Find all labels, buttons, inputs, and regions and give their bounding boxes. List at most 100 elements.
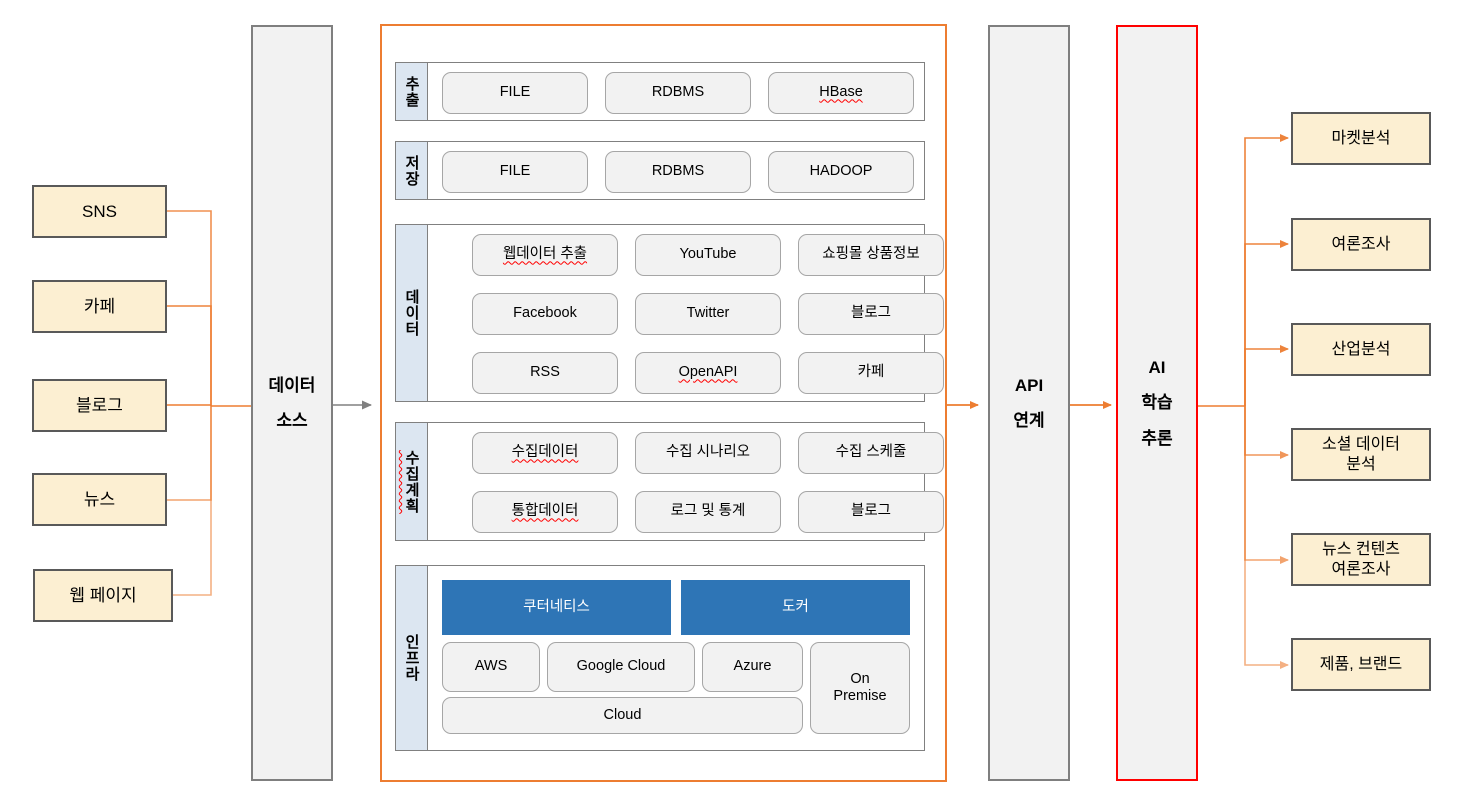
chip-file[interactable]: FILE — [442, 72, 588, 114]
chip-file[interactable]: FILE — [442, 151, 588, 193]
lane-label-storage: 저장 — [396, 142, 428, 199]
pillar-api-integration[interactable]: API 연계 — [988, 25, 1070, 781]
output-box-market-analysis[interactable]: 마켓분석 — [1291, 112, 1431, 165]
source-box-webpage[interactable]: 웹 페이지 — [33, 569, 173, 622]
lane-infrastructure: 인프라 쿠터네티스 도커 AWS Google Cloud Azure On P… — [395, 565, 925, 751]
chip-label: Azure — [733, 658, 772, 675]
source-label: 카페 — [83, 296, 116, 316]
chip-web-data-extract[interactable]: 웹데이터 추출 — [472, 234, 618, 276]
lane-body-storage: FILE RDBMS HADOOP — [428, 142, 924, 199]
lane-body-extract: FILE RDBMS HBase — [428, 63, 924, 120]
chip-collection-scenario[interactable]: 수집 시나리오 — [635, 432, 781, 474]
chip-label: Cloud — [603, 706, 642, 723]
chip-label: 웹데이터 추출 — [502, 246, 588, 263]
chip-label: FILE — [499, 163, 531, 180]
chip-rss[interactable]: RSS — [472, 352, 618, 394]
lane-label-collection-plan: 수집계획 — [396, 423, 428, 540]
chip-shopping-mall[interactable]: 쇼핑몰 상품정보 — [798, 234, 944, 276]
chip-label: 카페 — [857, 364, 885, 381]
source-box-sns[interactable]: SNS — [32, 185, 167, 238]
source-label: 웹 페이지 — [69, 585, 137, 605]
chip-label: AWS — [474, 658, 508, 675]
chip-label: Facebook — [513, 305, 577, 322]
lane-collection-plan: 수집계획 수집데이터 수집 시나리오 수집 스케줄 통합데이터 로그 및 통계 … — [395, 422, 944, 541]
chip-twitter[interactable]: Twitter — [635, 293, 781, 335]
output-label: 마켓분석 — [1331, 129, 1391, 147]
chip-docker[interactable]: 도커 — [681, 580, 910, 635]
source-box-cafe[interactable]: 카페 — [32, 280, 167, 333]
chip-facebook[interactable]: Facebook — [472, 293, 618, 335]
chip-kubernetes[interactable]: 쿠터네티스 — [442, 580, 671, 635]
chip-rdbms[interactable]: RDBMS — [605, 72, 751, 114]
chip-label: Google Cloud — [576, 658, 666, 675]
pillar-data-source[interactable]: 데이터 소스 — [251, 25, 333, 781]
chip-label: 수집 시나리오 — [665, 444, 751, 461]
chip-label: 도커 — [782, 598, 809, 615]
output-box-public-opinion-survey[interactable]: 여론조사 — [1291, 218, 1431, 271]
source-box-news[interactable]: 뉴스 — [32, 473, 167, 526]
chip-google-cloud[interactable]: Google Cloud — [547, 642, 695, 692]
pillar-line-1: API — [1014, 375, 1044, 395]
lane-extract: 추출 FILE RDBMS HBase — [395, 62, 925, 121]
chip-azure[interactable]: Azure — [702, 642, 803, 692]
chip-label: 블로그 — [850, 305, 892, 322]
chip-label: 쇼핑몰 상품정보 — [822, 246, 920, 263]
output-label: 여론조사 — [1331, 235, 1391, 253]
chip-label: 로그 및 통계 — [670, 503, 746, 520]
chip-label: RDBMS — [651, 163, 705, 180]
output-label: 소셜 데이터 분석 — [1321, 435, 1401, 473]
chip-blog[interactable]: 블로그 — [798, 491, 944, 533]
source-label: 뉴스 — [83, 489, 116, 509]
chip-cafe[interactable]: 카페 — [798, 352, 944, 394]
lane-body-collection-plan: 수집데이터 수집 시나리오 수집 스케줄 통합데이터 로그 및 통계 블로그 — [428, 423, 944, 540]
chip-blog[interactable]: 블로그 — [798, 293, 944, 335]
chip-cloud[interactable]: Cloud — [442, 697, 803, 734]
chip-label: 쿠터네티스 — [523, 598, 590, 615]
output-label: 제품, 브랜드 — [1319, 655, 1403, 673]
chip-label: On Premise — [833, 670, 887, 704]
chip-label: 수집데이터 — [511, 444, 579, 461]
output-box-news-content-survey[interactable]: 뉴스 컨텐츠 여론조사 — [1291, 533, 1431, 586]
chip-hadoop[interactable]: HADOOP — [768, 151, 914, 193]
chip-integrated-data[interactable]: 통합데이터 — [472, 491, 618, 533]
lane-label-extract: 추출 — [396, 63, 428, 120]
source-label: 블로그 — [76, 395, 123, 415]
chip-label: HBase — [819, 84, 863, 101]
pillar-line-2: 소스 — [276, 411, 308, 430]
chip-collected-data[interactable]: 수집데이터 — [472, 432, 618, 474]
output-box-social-data-analysis[interactable]: 소셜 데이터 분석 — [1291, 428, 1431, 481]
output-label: 뉴스 컨텐츠 여론조사 — [1321, 540, 1401, 578]
chip-on-premise[interactable]: On Premise — [810, 642, 910, 734]
pillar-ai-learning-inference[interactable]: AI 학습 추론 — [1116, 25, 1198, 781]
chip-aws[interactable]: AWS — [442, 642, 540, 692]
chip-youtube[interactable]: YouTube — [635, 234, 781, 276]
pillar-line-3: 추론 — [1141, 428, 1173, 448]
chip-log-and-stats[interactable]: 로그 및 통계 — [635, 491, 781, 533]
chip-label: 통합데이터 — [511, 503, 579, 520]
pillar-line-2: 학습 — [1141, 393, 1173, 413]
chip-rdbms[interactable]: RDBMS — [605, 151, 751, 193]
chip-label: YouTube — [679, 246, 737, 263]
chip-collection-schedule[interactable]: 수집 스케줄 — [798, 432, 944, 474]
chip-label: 블로그 — [850, 503, 892, 520]
pillar-line-2: 연계 — [1013, 411, 1045, 430]
lane-label-data: 데이터 — [396, 225, 428, 401]
output-box-product-brand[interactable]: 제품, 브랜드 — [1291, 638, 1431, 691]
chip-label: FILE — [499, 84, 531, 101]
chip-label: 수집 스케줄 — [835, 444, 907, 461]
chip-label: Twitter — [686, 305, 730, 322]
source-box-blog[interactable]: 블로그 — [32, 379, 167, 432]
output-box-industry-analysis[interactable]: 산업분석 — [1291, 323, 1431, 376]
pillar-line-1: 데이터 — [268, 375, 316, 395]
pillar-line-1: AI — [1148, 358, 1166, 378]
lane-body-data: 웹데이터 추출 YouTube 쇼핑몰 상품정보 Facebook Twitte… — [428, 225, 944, 401]
chip-label: HADOOP — [809, 163, 873, 180]
output-label: 산업분석 — [1331, 340, 1391, 358]
chip-label: OpenAPI — [678, 364, 738, 381]
lane-storage: 저장 FILE RDBMS HADOOP — [395, 141, 925, 200]
chip-hbase[interactable]: HBase — [768, 72, 914, 114]
chip-openapi[interactable]: OpenAPI — [635, 352, 781, 394]
lane-body-infrastructure: 쿠터네티스 도커 AWS Google Cloud Azure On Premi… — [428, 566, 924, 750]
lane-label-infrastructure: 인프라 — [396, 566, 428, 750]
